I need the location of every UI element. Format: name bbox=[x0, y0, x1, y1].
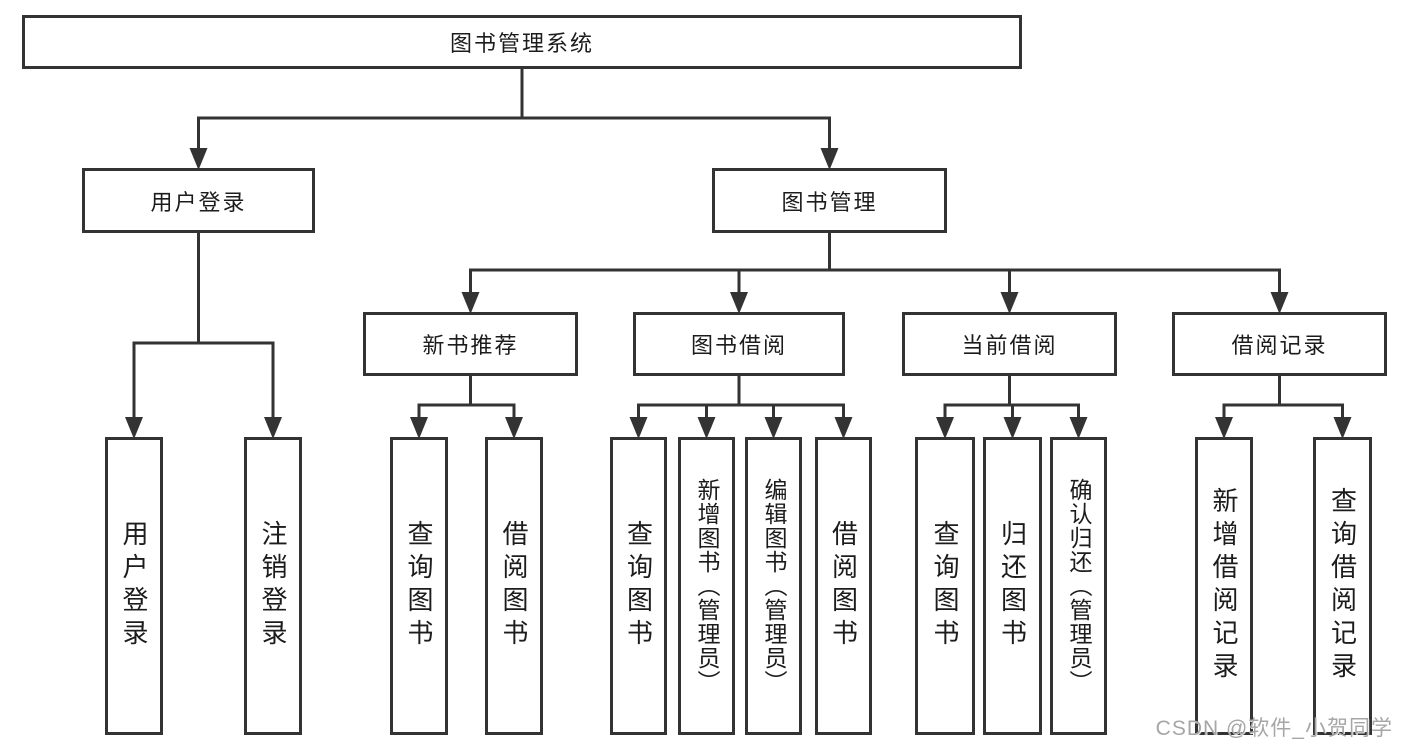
node-borrow-record: 借阅记录 bbox=[1172, 312, 1387, 376]
node-label: 借阅图书 bbox=[828, 520, 859, 652]
node-current-borrow: 当前借阅 bbox=[902, 312, 1117, 376]
arrowhead-icon bbox=[264, 417, 282, 439]
node-label: 用户登录 bbox=[150, 189, 247, 215]
node-label: 查询图书 bbox=[930, 520, 960, 652]
arrowhead-icon bbox=[820, 148, 839, 170]
node-label: 图书管理系统 bbox=[449, 31, 594, 56]
arrowhead-icon bbox=[1270, 292, 1289, 314]
node-label: 查询图书 bbox=[404, 520, 434, 652]
node-leaf-query-record: 查询借阅记录 bbox=[1313, 437, 1372, 735]
node-leaf-query-book-3: 查询图书 bbox=[915, 437, 975, 735]
node-label: 用户登录 bbox=[119, 520, 149, 652]
node-user-login: 用户登录 bbox=[82, 168, 315, 233]
node-leaf-add-record: 新增借阅记录 bbox=[1195, 437, 1253, 735]
arrowhead-icon bbox=[410, 417, 428, 439]
node-new-book-rec: 新书推荐 bbox=[363, 312, 578, 376]
arrowhead-icon bbox=[1333, 417, 1352, 439]
node-book-borrow: 图书借阅 bbox=[633, 312, 845, 376]
node-leaf-query-book-2: 查询图书 bbox=[610, 437, 667, 735]
node-leaf-return-book: 归还图书 bbox=[983, 437, 1042, 735]
node-label: 确认归还（管理员） bbox=[1066, 478, 1092, 694]
node-label: 新增图书（管理员） bbox=[694, 478, 720, 694]
arrowhead-icon bbox=[461, 292, 480, 314]
arrowhead-icon bbox=[1069, 417, 1088, 439]
node-leaf-borrow-book-1: 借阅图书 bbox=[485, 437, 543, 735]
node-label: 图书管理 bbox=[781, 189, 878, 215]
node-leaf-edit-book: 编辑图书（管理员） bbox=[745, 437, 802, 735]
watermark: CSDN @软件_小贺同学 bbox=[1155, 717, 1393, 740]
arrowhead-icon bbox=[1000, 292, 1019, 314]
node-label: 注销登录 bbox=[258, 520, 288, 652]
node-label: 编辑图书（管理员） bbox=[761, 478, 787, 694]
arrowhead-icon bbox=[189, 148, 208, 170]
node-leaf-logout: 注销登录 bbox=[244, 437, 302, 735]
arrowhead-icon bbox=[629, 417, 648, 439]
node-label: 借阅图书 bbox=[499, 520, 529, 652]
arrowhead-icon bbox=[1003, 417, 1022, 439]
arrowhead-icon bbox=[125, 417, 143, 439]
arrowhead-icon bbox=[697, 417, 716, 439]
node-book-mgmt: 图书管理 bbox=[712, 168, 947, 233]
node-leaf-confirm-return: 确认归还（管理员） bbox=[1050, 437, 1107, 735]
node-label: 查询借阅记录 bbox=[1327, 487, 1358, 685]
arrowhead-icon bbox=[1215, 417, 1233, 439]
node-root: 图书管理系统 bbox=[22, 15, 1022, 69]
node-label: 新增借阅记录 bbox=[1209, 487, 1239, 685]
arrowhead-icon bbox=[730, 292, 748, 314]
node-label: 借阅记录 bbox=[1231, 333, 1328, 358]
arrowhead-icon bbox=[834, 417, 853, 439]
node-leaf-user-login: 用户登录 bbox=[105, 437, 163, 735]
arrowhead-icon bbox=[505, 417, 523, 439]
node-label: 当前借阅 bbox=[961, 333, 1058, 358]
node-leaf-borrow-book-2: 借阅图书 bbox=[815, 437, 872, 735]
node-leaf-query-book-1: 查询图书 bbox=[390, 437, 448, 735]
node-leaf-add-book: 新增图书（管理员） bbox=[678, 437, 735, 735]
node-label: 归还图书 bbox=[997, 520, 1028, 652]
node-label: 新书推荐 bbox=[422, 333, 519, 358]
arrowhead-icon bbox=[936, 417, 954, 439]
node-label: 图书借阅 bbox=[690, 333, 787, 358]
arrowhead-icon bbox=[764, 417, 783, 439]
node-label: 查询图书 bbox=[623, 520, 654, 652]
